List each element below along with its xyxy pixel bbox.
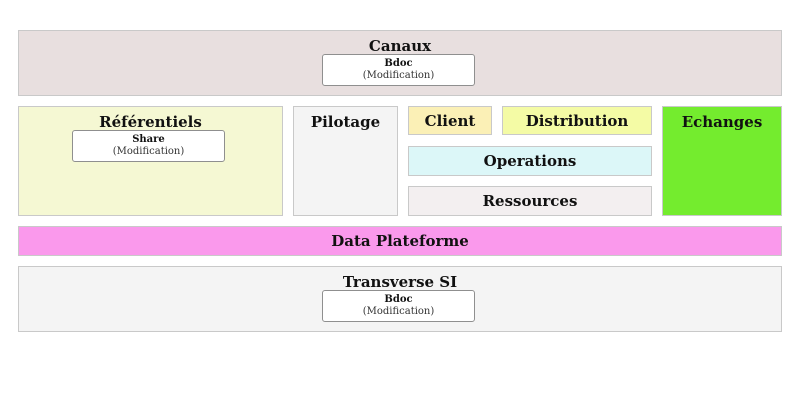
app-card-status: (Modification) — [112, 146, 185, 157]
block-operations: Operations — [408, 146, 652, 176]
block-client-title: Client — [424, 112, 476, 130]
app-card-status: (Modification) — [362, 306, 435, 317]
block-ressources: Ressources — [408, 186, 652, 216]
block-distribution: Distribution — [502, 106, 652, 135]
block-distribution-title: Distribution — [525, 112, 629, 130]
app-card-share[interactable]: Share (Modification) — [72, 130, 225, 162]
block-echanges: Echanges — [662, 106, 782, 216]
block-client: Client — [408, 106, 492, 135]
app-card-status: (Modification) — [362, 70, 435, 81]
app-card-bdoc[interactable]: Bdoc (Modification) — [322, 290, 475, 322]
block-echanges-title: Echanges — [681, 113, 763, 131]
block-transverse-si-title: Transverse SI — [342, 273, 458, 291]
block-ressources-title: Ressources — [482, 192, 578, 210]
block-referentiels-title: Référentiels — [99, 113, 202, 131]
block-canaux: Canaux Bdoc (Modification) — [18, 30, 782, 96]
block-data-plateforme: Data Plateforme — [18, 226, 782, 256]
block-data-plateforme-title: Data Plateforme — [331, 232, 469, 250]
block-canaux-title: Canaux — [368, 37, 432, 55]
block-pilotage-title: Pilotage — [310, 113, 381, 131]
app-card-name: Bdoc — [384, 294, 413, 305]
app-card-bdoc[interactable]: Bdoc (Modification) — [322, 54, 475, 86]
block-referentiels: Référentiels Share (Modification) — [18, 106, 283, 216]
block-transverse-si: Transverse SI Bdoc (Modification) — [18, 266, 782, 332]
app-card-name: Bdoc — [384, 58, 413, 69]
app-card-name: Share — [132, 134, 165, 145]
block-operations-title: Operations — [483, 152, 577, 170]
block-pilotage: Pilotage — [293, 106, 398, 216]
